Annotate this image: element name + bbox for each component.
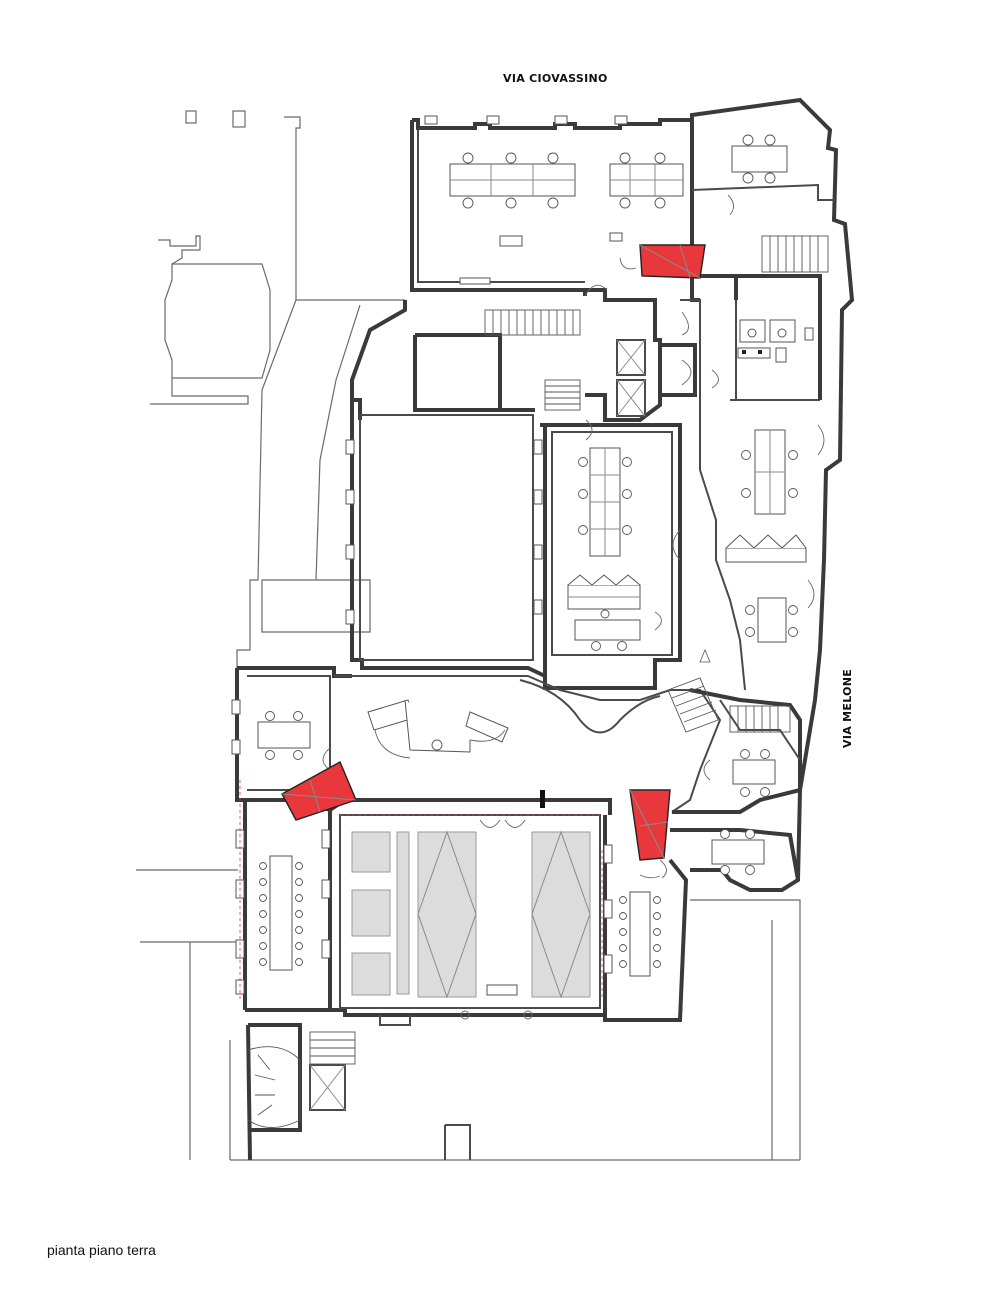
dashed-lines (239, 780, 603, 1000)
context-buildings (136, 110, 801, 1161)
red-volumes (281, 244, 706, 861)
street-label-north: VIA CIOVASSINO (503, 72, 608, 85)
exhibition-panels (351, 819, 591, 999)
plan-caption: pianta piano terra (47, 1242, 156, 1258)
street-label-east: VIA MELONE (841, 669, 854, 748)
stairs (247, 235, 829, 1128)
red-volume-west (281, 761, 357, 821)
furniture (257, 134, 814, 977)
black-markers (540, 648, 711, 808)
